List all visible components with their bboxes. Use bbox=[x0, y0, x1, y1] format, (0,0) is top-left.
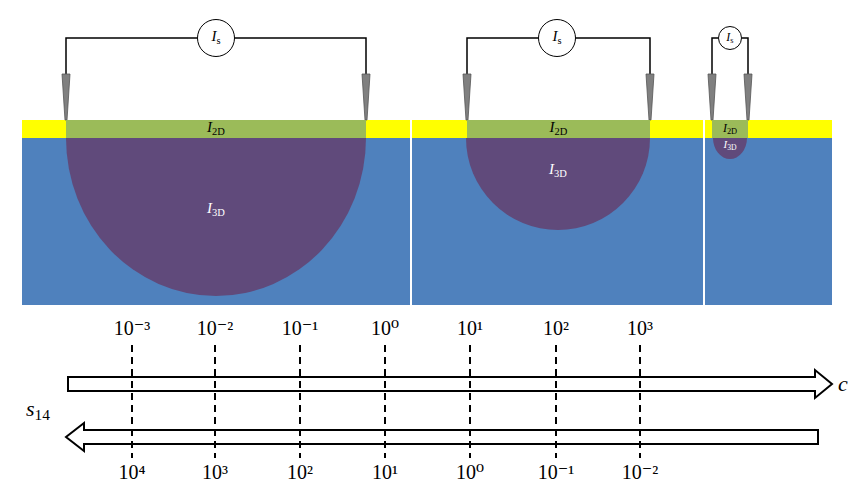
s14-tick-value: 10⁻¹ bbox=[538, 462, 575, 482]
c-tick-value: 10⁻³ bbox=[114, 318, 151, 338]
bulk-region-shape bbox=[466, 138, 650, 230]
bulk-region bbox=[22, 138, 410, 305]
wire bbox=[742, 38, 748, 74]
wire bbox=[467, 38, 538, 74]
s14-tick-value: 10⁴ bbox=[119, 462, 146, 482]
s14-tick-value: 10¹ bbox=[372, 462, 398, 482]
bulk-region-outline bbox=[66, 138, 366, 296]
wire bbox=[235, 38, 366, 74]
c-tick-value: 10² bbox=[543, 318, 569, 338]
bulk-current-region: I3D bbox=[713, 138, 747, 159]
wire bbox=[576, 38, 650, 74]
surface-layer bbox=[705, 120, 832, 138]
current-source: Is bbox=[197, 19, 235, 57]
c-tick-value: 10³ bbox=[627, 318, 653, 338]
probe-tip bbox=[744, 74, 752, 120]
s14-tick-value: 10⁰ bbox=[456, 462, 484, 482]
surface-current-band: I2D bbox=[66, 120, 366, 138]
wire bbox=[66, 38, 197, 74]
tick-line bbox=[639, 345, 641, 458]
current-label: Is bbox=[552, 29, 561, 46]
tick-line bbox=[384, 345, 386, 458]
probe-tip bbox=[646, 74, 654, 120]
current-label: I2D bbox=[207, 120, 225, 137]
axis-name: s14 bbox=[26, 398, 50, 422]
c-axis-arrow bbox=[68, 370, 832, 398]
surface-layer bbox=[22, 120, 410, 138]
bulk-current-region: I3D bbox=[66, 138, 366, 296]
bulk-region bbox=[412, 138, 703, 305]
bulk-region-outline bbox=[466, 138, 650, 230]
surface-layer bbox=[412, 120, 703, 138]
tick-line bbox=[299, 345, 301, 458]
surface-current-band: I2D bbox=[467, 120, 650, 138]
probe-tip bbox=[62, 74, 70, 120]
tick-lines bbox=[132, 345, 640, 458]
tick-line bbox=[555, 345, 557, 458]
wires bbox=[66, 38, 748, 74]
substrate bbox=[22, 120, 832, 305]
c-tick-value: 10⁰ bbox=[371, 318, 399, 338]
s14-tick-value: 10³ bbox=[202, 462, 228, 482]
wire bbox=[712, 38, 718, 74]
s14-tick-value: 10² bbox=[287, 462, 313, 482]
tick-line bbox=[214, 345, 216, 458]
surface-current-band: I2D bbox=[712, 120, 748, 138]
tick-line bbox=[131, 345, 133, 458]
current-label: I3D bbox=[207, 201, 225, 218]
current-label: I3D bbox=[549, 162, 567, 179]
current-label: Is bbox=[726, 31, 733, 46]
bulk-region bbox=[705, 138, 832, 305]
tick-line bbox=[469, 345, 471, 458]
bulk-current-region: I3D bbox=[466, 138, 650, 230]
axis-name: c bbox=[838, 373, 848, 395]
current-label: I2D bbox=[723, 122, 737, 137]
current-label: I2D bbox=[550, 120, 568, 137]
axis-arrows bbox=[66, 370, 832, 451]
probe-tip bbox=[362, 74, 370, 120]
c-tick-value: 10⁻¹ bbox=[282, 318, 319, 338]
c-tick-value: 10¹ bbox=[457, 318, 483, 338]
probe-tip bbox=[708, 74, 716, 120]
current-source: Is bbox=[718, 26, 742, 50]
current-source: Is bbox=[538, 19, 576, 57]
s14-axis-arrow bbox=[66, 423, 818, 451]
probe-tip bbox=[463, 74, 471, 120]
bulk-region-outline bbox=[713, 138, 747, 159]
c-tick-value: 10⁻² bbox=[197, 318, 234, 338]
s14-tick-value: 10⁻² bbox=[622, 462, 659, 482]
probes bbox=[62, 74, 752, 120]
current-label: I3D bbox=[723, 139, 736, 152]
current-label: Is bbox=[211, 29, 220, 46]
